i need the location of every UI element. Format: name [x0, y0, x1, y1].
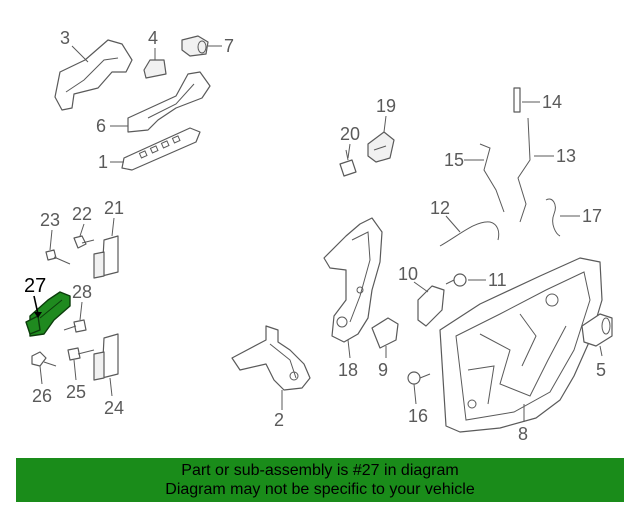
callout-18: 18: [338, 360, 358, 380]
part-15-rod[interactable]: [479, 143, 505, 213]
part-25-bolt[interactable]: [67, 347, 95, 361]
leader-18: [347, 339, 351, 359]
part-19-clip[interactable]: [367, 131, 395, 163]
leader-3: [71, 45, 89, 63]
part-13-rod[interactable]: [517, 117, 531, 223]
part-10-latch-cover[interactable]: [417, 285, 445, 327]
callout-12: 12: [430, 198, 450, 218]
callout-23: 23: [40, 210, 60, 230]
leader-10: [413, 281, 429, 293]
leader-26: [39, 365, 43, 385]
part-17-hose[interactable]: [545, 198, 561, 237]
part-26-nut[interactable]: [31, 351, 57, 367]
callout-17: 17: [582, 206, 602, 226]
part-28-bolt[interactable]: [63, 319, 87, 333]
callout-27: 27: [24, 275, 46, 297]
part-14-rod[interactable]: [513, 87, 521, 113]
part-23-screw[interactable]: [45, 249, 71, 265]
leader-22: [79, 223, 85, 237]
part-3-outside-handle[interactable]: [54, 39, 133, 111]
part-22-bolt[interactable]: [73, 235, 95, 249]
callout-21: 21: [104, 198, 124, 218]
part-5-end-cap[interactable]: [581, 313, 613, 347]
part-16-screw[interactable]: [407, 371, 431, 385]
part-18-door-latch[interactable]: [323, 217, 383, 343]
part-21-block[interactable]: [93, 235, 119, 279]
part-8-door-panel[interactable]: [439, 257, 603, 433]
callout-1: 1: [98, 152, 108, 172]
part-7-lock-cylinder[interactable]: [181, 35, 209, 57]
part-6-handle-bracket[interactable]: [127, 71, 211, 133]
part-2-bracket[interactable]: [231, 325, 311, 391]
callout-24: 24: [104, 398, 124, 418]
callout-15: 15: [444, 150, 464, 170]
callout-13: 13: [556, 146, 576, 166]
callout-7: 7: [224, 36, 234, 56]
leader-25: [73, 359, 77, 381]
leader-5: [599, 345, 603, 357]
callout-4: 4: [148, 28, 158, 48]
banner-line-2: Diagram may not be specific to your vehi…: [165, 481, 475, 498]
callout-2: 2: [274, 410, 284, 430]
callout-6: 6: [96, 116, 106, 136]
callout-20: 20: [340, 124, 360, 144]
callout-3: 3: [60, 28, 70, 48]
leader-28: [79, 301, 83, 321]
leader-19: [383, 115, 387, 133]
callout-19: 19: [376, 96, 396, 116]
part-9-clip[interactable]: [371, 317, 399, 349]
leader-21: [111, 217, 115, 237]
part-27-door-check-highlighted[interactable]: [25, 291, 71, 337]
exploded-parts-diagram: 3 4 7 6 1 21 22: [24, 28, 613, 444]
leader-16: [413, 383, 417, 405]
part-11-screw[interactable]: [445, 273, 467, 287]
callout-11: 11: [488, 270, 507, 290]
callout-10: 10: [398, 264, 418, 284]
banner-line-1: Part or sub-assembly is #27 in diagram: [181, 462, 459, 479]
leader-12: [445, 215, 461, 233]
callout-14: 14: [542, 92, 562, 112]
callout-8: 8: [518, 424, 528, 444]
part-4-cap[interactable]: [143, 59, 167, 79]
part-20-bolt[interactable]: [339, 149, 357, 177]
callout-5: 5: [596, 360, 606, 380]
callout-28: 28: [72, 282, 92, 302]
part-12-cable[interactable]: [439, 221, 500, 247]
leader-20: [347, 143, 351, 159]
leader-27-arrow: [34, 312, 42, 318]
part-1-switch-panel[interactable]: [121, 127, 201, 171]
callout-25: 25: [66, 382, 86, 402]
callout-9: 9: [378, 360, 388, 380]
callout-26: 26: [32, 386, 52, 406]
leader-27: [33, 295, 39, 315]
callout-22: 22: [72, 204, 92, 224]
leader-23: [49, 229, 53, 251]
leader-24: [109, 377, 113, 397]
info-banner: Part or sub-assembly is #27 in diagram D…: [16, 458, 624, 502]
part-24-block[interactable]: [93, 333, 119, 381]
callout-16: 16: [408, 406, 428, 426]
